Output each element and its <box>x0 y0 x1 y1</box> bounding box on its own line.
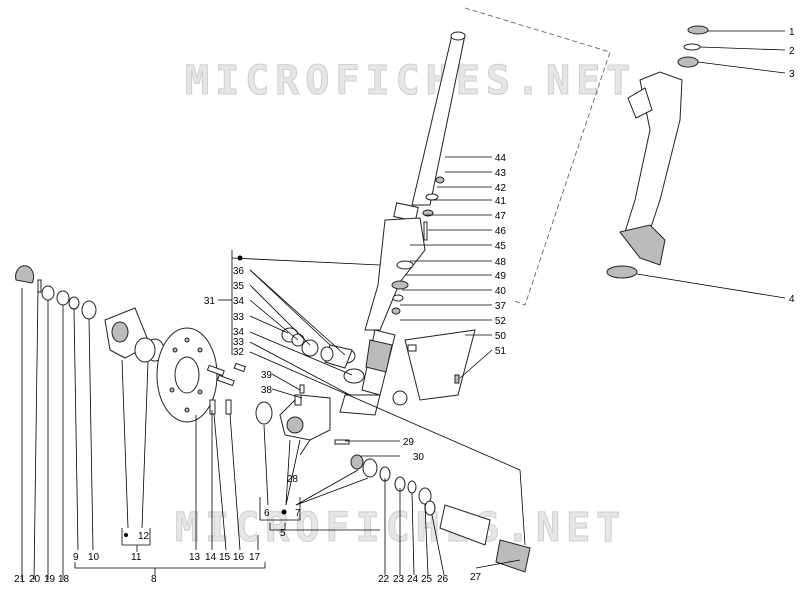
callout-43: 43 <box>495 168 507 179</box>
callout-49: 49 <box>495 271 507 282</box>
callout-12: 12 <box>138 531 150 542</box>
callout-45: 45 <box>495 241 507 252</box>
callout-52: 52 <box>495 316 507 327</box>
callout-15: 15 <box>219 552 231 563</box>
callout-13: 13 <box>189 552 201 563</box>
callout-16: 16 <box>233 552 245 563</box>
callout-27: 27 <box>470 572 482 583</box>
callout-40: 40 <box>495 286 507 297</box>
callout-18: 18 <box>58 574 70 585</box>
callout-2: 2 <box>789 46 795 57</box>
callout-23: 23 <box>393 574 405 585</box>
callout-22: 22 <box>378 574 390 585</box>
watermark-bottom: MICROFICHES.NET <box>174 505 627 552</box>
callout-48: 48 <box>495 257 507 268</box>
callout-24: 24 <box>407 574 419 585</box>
kit-marker-dot <box>281 509 287 515</box>
callout-1: 1 <box>789 27 795 38</box>
bearing-set <box>281 327 334 362</box>
callout-39: 39 <box>261 370 273 381</box>
callout-20: 20 <box>29 574 41 585</box>
callout-35: 35 <box>233 281 245 292</box>
callout-33b: 33 <box>233 337 245 348</box>
callout-33a: 33 <box>233 312 245 323</box>
axle-components-left <box>15 265 97 320</box>
callout-7: 7 <box>295 508 301 519</box>
callout-46: 46 <box>495 226 507 237</box>
callout-11: 11 <box>131 552 142 563</box>
callout-50: 50 <box>495 331 507 342</box>
callout-10: 10 <box>88 552 100 563</box>
callout-3: 3 <box>789 69 795 80</box>
callout-34a: 34 <box>233 296 245 307</box>
kit-marker-dot <box>124 533 128 537</box>
callout-21: 21 <box>14 574 26 585</box>
reference-dashed-outline <box>464 7 611 306</box>
callout-44: 44 <box>495 153 507 164</box>
callout-9: 9 <box>73 552 79 563</box>
callout-47: 47 <box>495 211 507 222</box>
callout-34b: 34 <box>233 327 245 338</box>
leader-lines <box>21 30 786 581</box>
brake-caliper <box>255 384 350 445</box>
wheel-hub <box>104 307 165 363</box>
callout-6: 6 <box>264 508 270 519</box>
brake-bolts <box>206 362 247 415</box>
steering-head-assembly <box>606 25 709 279</box>
callout-41: 41 <box>495 196 507 207</box>
callout-19: 19 <box>44 574 56 585</box>
callout-51: 51 <box>495 346 507 357</box>
callout-28: 28 <box>287 474 299 485</box>
callout-37: 37 <box>495 301 507 312</box>
fork-steering-tube <box>324 31 466 416</box>
callout-5: 5 <box>280 528 286 539</box>
callout-labels: 1 2 3 4 44 43 42 41 47 46 45 48 49 40 37… <box>14 27 795 585</box>
callout-8: 8 <box>151 574 157 585</box>
callout-26: 26 <box>437 574 449 585</box>
callout-4: 4 <box>789 294 795 305</box>
callout-17: 17 <box>249 552 261 563</box>
callout-36: 36 <box>233 266 245 277</box>
callout-31: 31 <box>204 296 216 307</box>
callout-30: 30 <box>413 452 425 463</box>
axle-components-right <box>350 454 531 573</box>
callout-38: 38 <box>261 385 273 396</box>
kit-marker-dot <box>237 255 243 261</box>
brake-disc <box>156 327 218 423</box>
watermark-top: MICROFICHES.NET <box>184 58 637 105</box>
callout-29: 29 <box>403 437 415 448</box>
callout-25: 25 <box>421 574 433 585</box>
callout-32: 32 <box>233 347 245 358</box>
callout-42: 42 <box>495 183 507 194</box>
callout-14: 14 <box>205 552 217 563</box>
